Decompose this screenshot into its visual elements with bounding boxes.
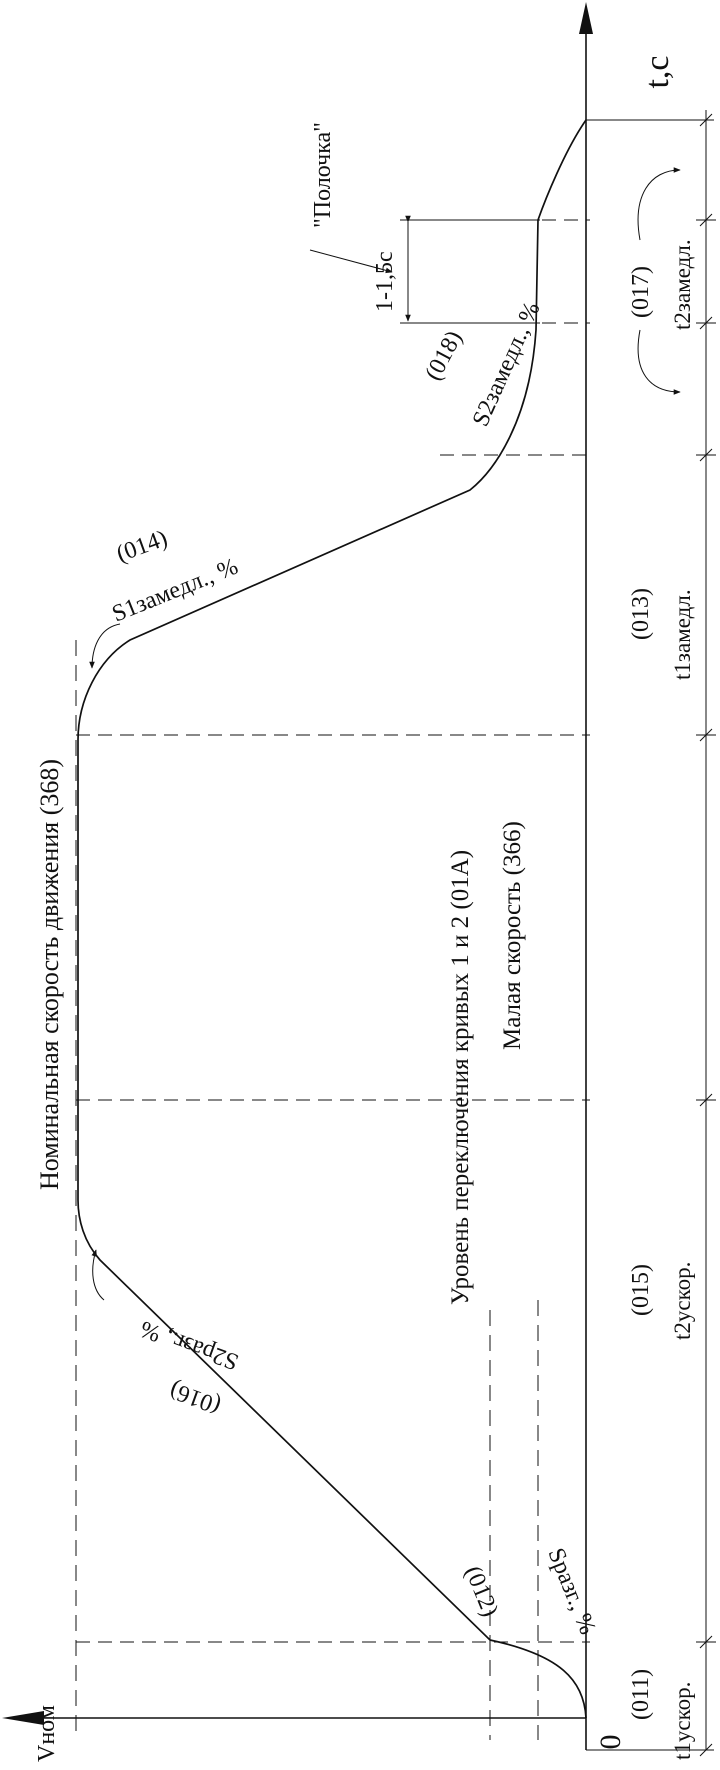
shelf-dimension: [89, 167, 681, 1301]
t2-decel: t2замедл.: [670, 239, 695, 330]
param-017: (017): [628, 266, 654, 318]
axes: [30, 30, 587, 1750]
nominal-speed-caption: Номинальная скорость движения (368): [35, 759, 64, 1190]
t2-accel: t2ускор.: [670, 1262, 695, 1340]
param-013: (013): [628, 588, 654, 640]
arrow-016: [91, 1249, 105, 1301]
s2-accel: S2разг., %: [137, 1315, 242, 1375]
t1-accel: t1ускор.: [670, 1682, 695, 1760]
param-014: (014): [113, 525, 171, 567]
param-018: (018): [420, 327, 467, 385]
t1-decel: t1замедл.: [670, 589, 695, 680]
arrow-017-down: [637, 329, 681, 395]
low-speed-caption: Малая скорость (366): [499, 821, 526, 1050]
s2-decel: S2замедл., %: [468, 298, 546, 430]
arrow-014: [89, 623, 121, 669]
interval-bracket: [586, 110, 716, 1757]
param-012: (012): [459, 1563, 503, 1621]
time-axis-label: t,c: [639, 55, 676, 88]
origin-label: 0: [594, 1735, 627, 1750]
shelf-caption: "Полочка": [310, 122, 336, 228]
speed-levels: [75, 640, 539, 1740]
switch-level-caption: Уровень переключения кривых 1 и 2 (01А): [447, 850, 474, 1305]
time-axis-arrowhead: [579, 2, 593, 34]
v-nom-label: Vном: [34, 1705, 60, 1762]
param-016: (016): [166, 1377, 224, 1419]
speed-axis-arrowhead: [2, 1711, 44, 1725]
s1-accel: Sразг., %: [542, 1545, 600, 1639]
shelf-leader: [309, 249, 393, 274]
param-011: (011): [628, 1669, 654, 1720]
param-015: (015): [628, 1264, 654, 1316]
arrow-017-up: [637, 167, 681, 241]
shelf-time-caption: 1-1,5с: [372, 251, 398, 312]
